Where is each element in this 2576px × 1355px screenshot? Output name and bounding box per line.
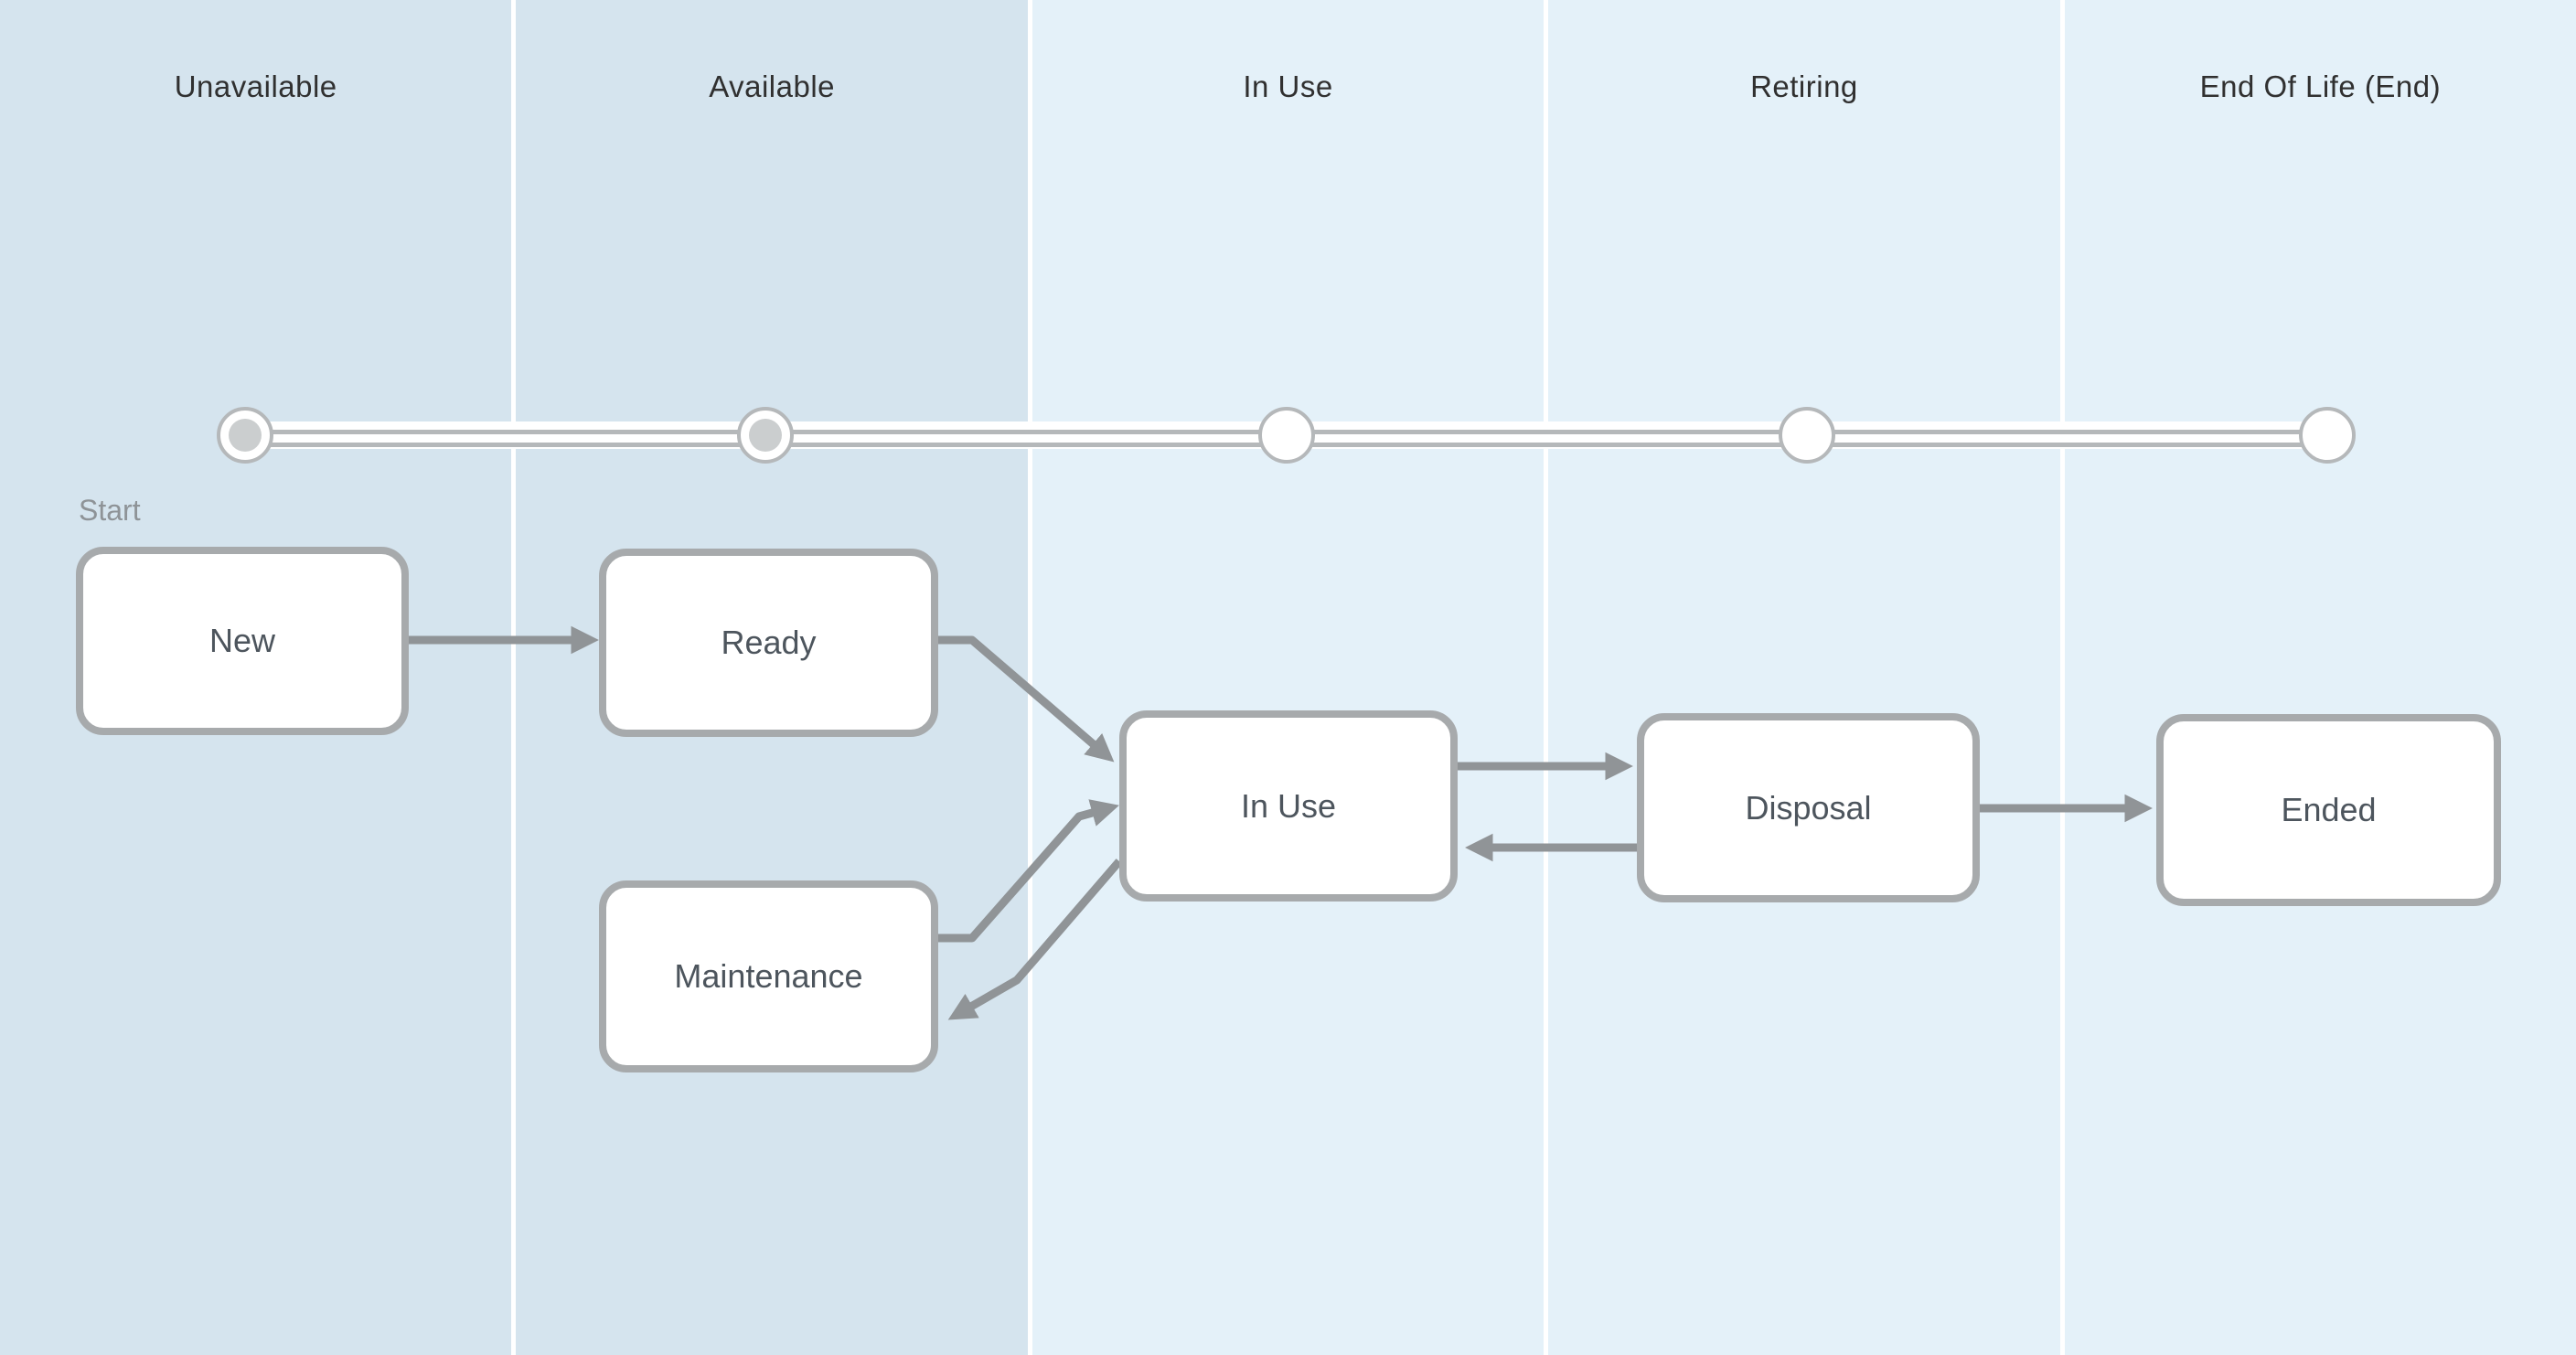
state-label: New (208, 622, 276, 659)
lane-label: In Use (1243, 69, 1333, 103)
state-node-ended: Ended (2156, 714, 2501, 906)
state-label: Ended (2281, 791, 2377, 828)
milestone-unavailable-filled (217, 407, 273, 464)
state-node-ready: Ready (599, 549, 938, 737)
state-label: Maintenance (674, 957, 863, 995)
lane-retiring: Retiring (1548, 0, 2060, 1355)
milestone-available-filled (737, 407, 795, 464)
state-label: Disposal (1745, 788, 1872, 827)
lane-end-of-life: End Of Life (End) (2064, 0, 2576, 1355)
lane-label: Retiring (1750, 69, 1858, 103)
state-node-in-use: In Use (1119, 710, 1458, 902)
milestone-retiring-empty (1778, 407, 1835, 464)
milestone-in-use-empty (1257, 407, 1315, 464)
state-label: Ready (721, 624, 817, 661)
milestone-dot (749, 419, 783, 452)
lane-in-use: In Use (1031, 0, 1545, 1355)
lane-label: End Of Life (End) (2199, 69, 2442, 103)
milestone-end-of-life-empty (2299, 407, 2356, 464)
milestone-timeline (217, 407, 2356, 464)
lane-label: Unavailable (174, 69, 337, 103)
state-node-disposal: Disposal (1637, 713, 1980, 902)
lane-label: Available (709, 69, 836, 103)
state-label: In Use (1240, 786, 1337, 825)
milestone-dot (229, 419, 262, 452)
state-node-new: New (76, 547, 409, 735)
state-node-maintenance: Maintenance (599, 880, 938, 1072)
start-label: Start (79, 494, 141, 527)
